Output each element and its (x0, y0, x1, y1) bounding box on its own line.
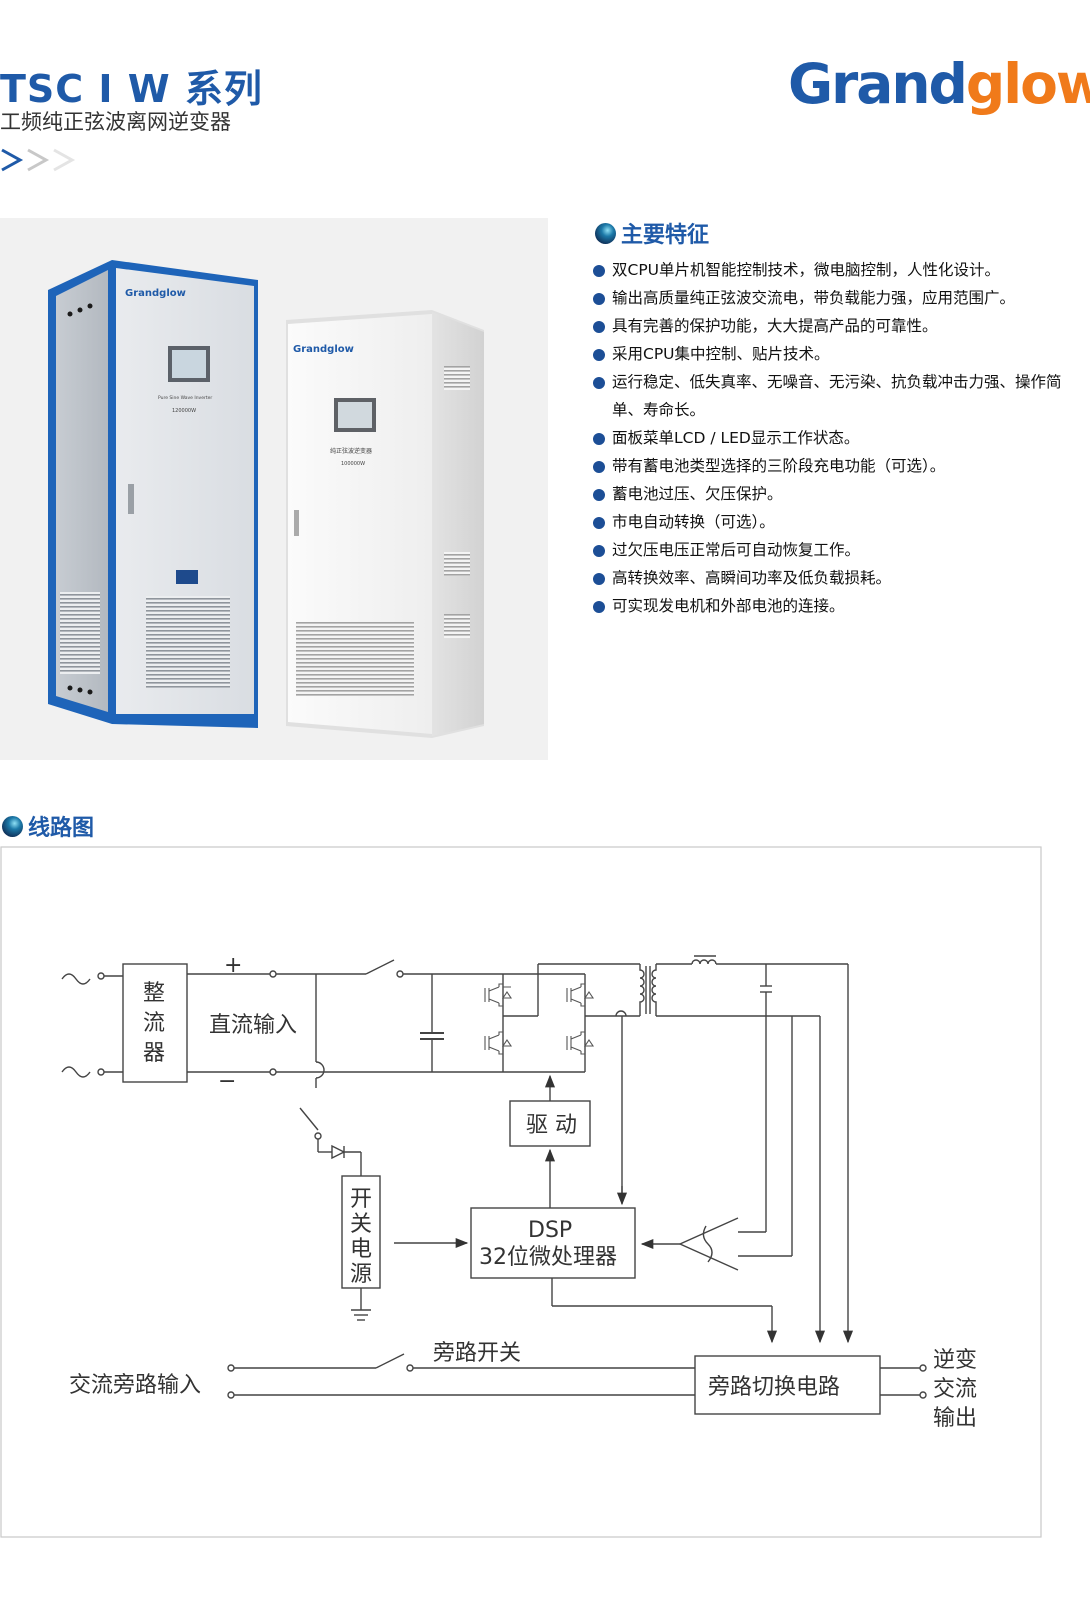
rectifier-box (122, 963, 188, 1083)
dc-switch (365, 959, 395, 975)
ac-bypass-input-label: 交流旁路输入 (69, 1373, 201, 1398)
output-label: 逆变 (933, 1348, 977, 1373)
feature-item: 可实现发电机和外部电池的连接。 (591, 592, 1071, 620)
minus-label: − (218, 1069, 236, 1094)
circuit-diagram: + − 整 流 器 直流输入 驱 动 DSP 32位微处理器 开 关 电 源 旁… (0, 846, 1045, 1545)
bypass-circuit-label: 旁路切换电路 (708, 1375, 840, 1400)
diagram-frame (0, 846, 1042, 1538)
feature-item: 采用CPU集中控制、贴片技术。 (591, 340, 1071, 368)
brand-logo: Grandglow® (788, 52, 1090, 116)
output-label: 交流 (933, 1377, 977, 1402)
cabinet-brand-label: Grandglow (293, 344, 354, 355)
igbt-switches (484, 983, 595, 1055)
auxiliary-switch (299, 1107, 319, 1131)
feature-item: 输出高质量纯正弦波交流电，带负载能力强，应用范围广。 (591, 284, 1071, 312)
rectifier-label: 器 (143, 1041, 165, 1066)
rectifier-label: 整 (143, 981, 165, 1006)
switch-power-label: 开 (350, 1187, 372, 1212)
ac-source-symbol (61, 973, 91, 985)
chevron-right-icon (1, 148, 24, 172)
circuit-heading: 线路图 (2, 810, 94, 842)
plus-label: + (224, 953, 242, 978)
dsp-processor-label: 32位微处理器 (479, 1245, 617, 1270)
bypass-switch (375, 1353, 405, 1369)
feature-item: 带有蓄电池类型选择的三阶段充电功能（可选）。 (591, 452, 1071, 480)
switch-power-label: 关 (350, 1212, 372, 1237)
bullet-ball-icon (2, 815, 23, 837)
feature-item: 过欠压电压正常后可自动恢复工作。 (591, 536, 1071, 564)
ac-source-symbol (61, 1066, 91, 1078)
chevron-decoration (0, 146, 80, 178)
screw-dots (67, 303, 93, 695)
rectifier-label: 流 (143, 1011, 165, 1036)
feature-item: 高转换效率、高瞬间功率及低负载损耗。 (591, 564, 1071, 592)
feature-list: 双CPU单片机智能控制技术，微电脑控制，人性化设计。 输出高质量纯正弦波交流电，… (591, 256, 1071, 620)
dsp-box (470, 1207, 636, 1279)
chevron-right-icon (27, 148, 50, 172)
chevron-right-icon (53, 148, 76, 172)
bypass-switch-label: 旁路开关 (433, 1341, 521, 1366)
cabinet-power-label: 100000W (341, 461, 365, 467)
output-label: 输出 (933, 1406, 977, 1431)
inverter-cabinet-right: Grandglow 纯正弦波逆变器 100000W (286, 310, 484, 738)
dc-input-label: 直流输入 (209, 1013, 297, 1038)
transformer-secondary (651, 964, 657, 1016)
cabinet-model-label: Pure Sine Wave Inverter (158, 395, 212, 401)
feature-item: 运行稳定、低失真率、无噪音、无污染、抗负载冲击力强、操作简单、寿命长。 (591, 368, 1071, 424)
cabinet-model-label: 纯正弦波逆变器 (330, 447, 372, 455)
inverter-cabinet-left: Grandglow Pure Sine Wave Inverter 120000… (48, 260, 258, 728)
transformer-primary (639, 964, 645, 1016)
cabinet-brand-label: Grandglow (125, 288, 186, 299)
bypass-circuit-box (694, 1355, 881, 1415)
cabinet-power-label: 120000W (172, 408, 196, 414)
feature-item: 双CPU单片机智能控制技术，微电脑控制，人性化设计。 (591, 256, 1071, 284)
page-title: TSC I W 系列 (0, 67, 263, 111)
feature-item: 具有完善的保护功能，大大提高产品的可靠性。 (591, 312, 1071, 340)
drive-label: 驱 动 (526, 1113, 577, 1138)
product-photo: Grandglow Pure Sine Wave Inverter 120000… (0, 218, 548, 760)
page-subtitle: 工频纯正弦波离网逆变器 (0, 110, 231, 134)
inductor-symbol (691, 959, 717, 965)
switch-power-label: 电 (350, 1237, 372, 1262)
bullet-ball-icon (595, 222, 616, 244)
feature-item: 面板菜单LCD / LED显示工作状态。 (591, 424, 1071, 452)
switch-power-label: 源 (350, 1262, 372, 1287)
feature-item: 市电自动转换（可选）。 (591, 508, 1071, 536)
dsp-label: DSP (528, 1218, 572, 1243)
feature-item: 蓄电池过压、欠压保护。 (591, 480, 1071, 508)
features-heading: 主要特征 (595, 217, 709, 249)
